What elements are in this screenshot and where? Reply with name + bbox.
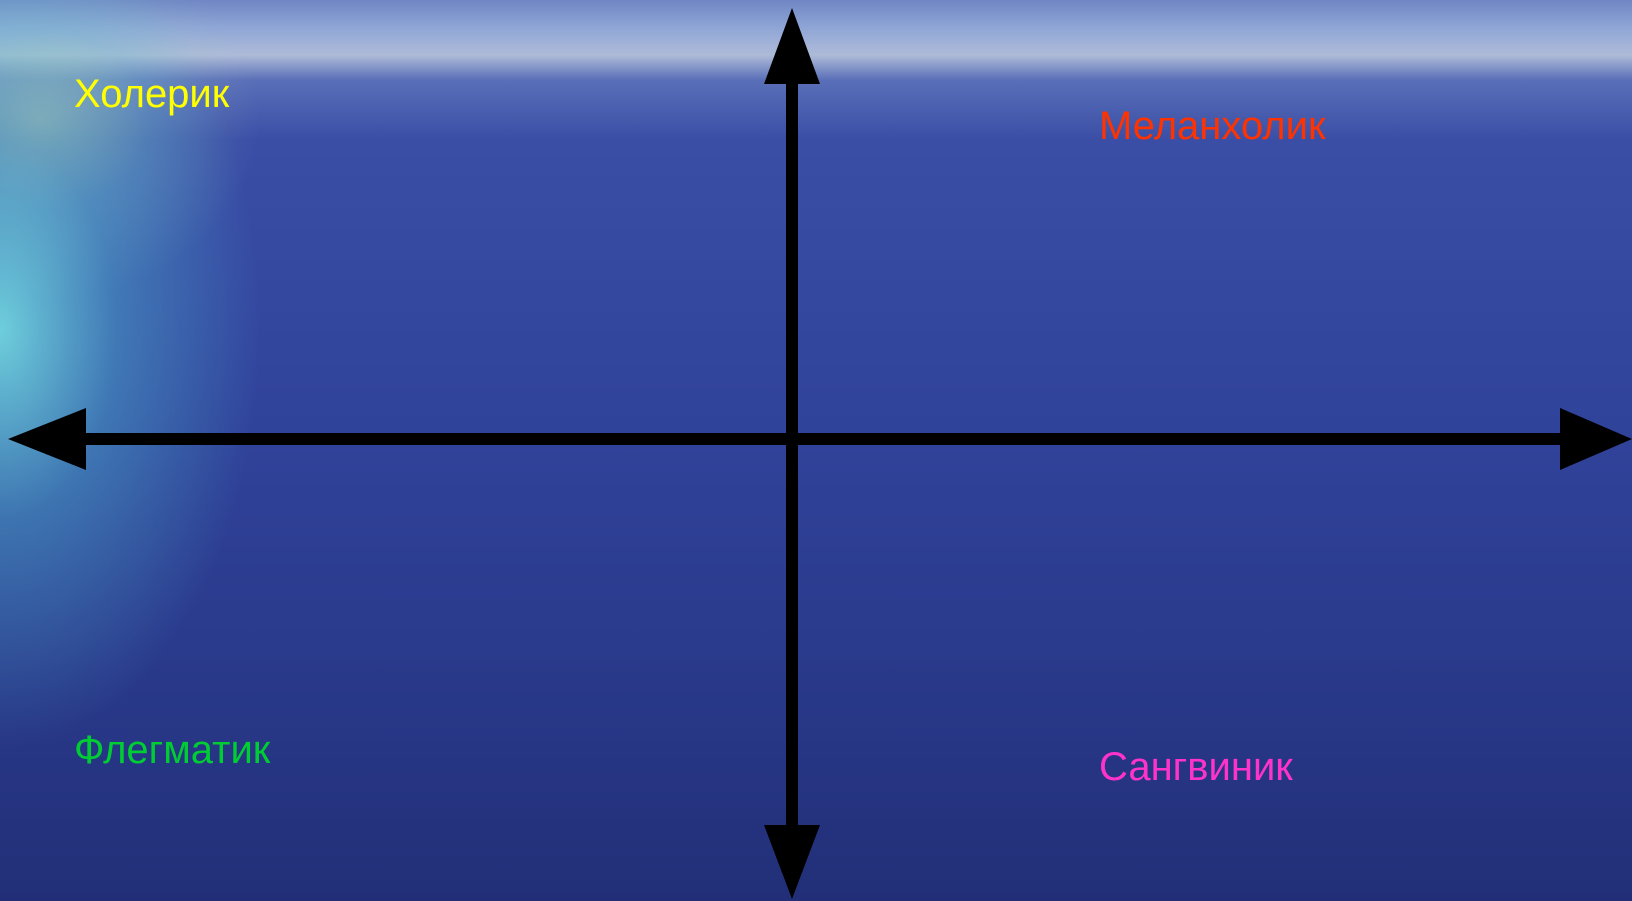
quadrant-label-phlegmatic: Флегматик bbox=[74, 728, 271, 772]
quadrant-label-melancholic: Меланхолик bbox=[1099, 104, 1326, 148]
horizontal-axis-left-arrowhead bbox=[8, 408, 86, 470]
horizontal-axis-right-arrowhead bbox=[1560, 408, 1632, 470]
vertical-axis-bottom-arrowhead bbox=[764, 825, 820, 899]
axes-group bbox=[8, 8, 1632, 899]
quadrant-label-choleric: Холерик bbox=[74, 72, 230, 116]
vertical-axis-top-arrowhead bbox=[764, 8, 820, 84]
quadrant-label-sanguine: Сангвиник bbox=[1099, 745, 1293, 789]
